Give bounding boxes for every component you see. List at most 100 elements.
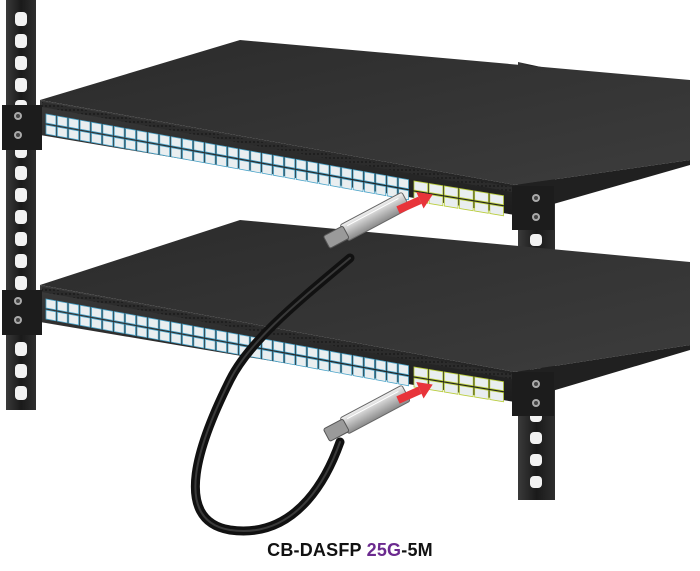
port [79,315,91,328]
port [341,167,353,179]
port [56,115,68,128]
port [261,152,273,165]
port [261,349,273,362]
caption-speed: 25G [366,540,402,560]
port [428,369,444,382]
port [45,113,57,126]
port [273,340,284,353]
port [113,311,125,323]
port [91,132,102,145]
port [329,176,341,188]
port [284,353,296,366]
port [45,124,57,137]
port [364,171,375,184]
lower-right-bracket [512,372,554,416]
port [250,161,262,174]
port [474,201,489,214]
port [182,334,193,347]
port [147,317,159,330]
port [125,324,136,336]
port [295,158,307,171]
rail-slot [530,476,542,488]
port [443,382,459,395]
caption-prefix: CB-DASFP [267,540,367,560]
upper-insert-arrow-icon [396,192,433,214]
port [102,134,114,147]
port [489,193,504,206]
port [295,355,307,368]
port [474,387,489,400]
lower-insert-arrow-icon [396,382,433,404]
port [413,366,429,379]
port [68,117,80,130]
port [193,336,205,349]
port [474,190,489,203]
port [261,163,273,176]
rail-slot [15,34,27,48]
port [329,350,341,363]
port [443,371,459,384]
port [170,321,182,334]
port [136,130,148,142]
rail-slot [15,386,27,400]
port [238,334,250,346]
port [125,313,136,325]
upper-right-bracket [512,186,554,230]
rail-slot [530,234,542,246]
port [193,325,205,338]
rail-slot [15,254,27,268]
port [318,163,330,175]
lower-sfp-connector-icon [323,385,411,442]
port [250,150,262,163]
port [159,134,171,146]
port [459,374,474,387]
port [227,157,239,170]
port [227,332,239,344]
port [284,167,296,180]
rail-slot [15,210,27,224]
port [398,363,409,376]
port [489,379,504,392]
port [284,156,296,169]
port [91,121,102,134]
upper-sfp-connector-icon [323,192,411,249]
port [227,343,239,355]
port [273,154,284,167]
caption-suffix: -5M [401,540,433,560]
rail-slot [15,188,27,202]
port [45,309,57,322]
rail-slot [15,166,27,180]
rail-slot [15,342,27,356]
port [295,344,307,357]
port [170,147,182,159]
lower-switch-ports [45,298,409,387]
upper-switch [2,40,690,230]
port [102,123,114,136]
port [227,146,239,159]
port [341,363,353,376]
port [159,319,171,332]
port [91,306,102,319]
port [459,188,474,201]
port [216,155,227,168]
port [307,346,318,359]
port [443,185,459,198]
port [459,385,474,398]
port [68,302,80,315]
port [170,136,182,148]
port [386,175,398,188]
port [136,326,148,339]
port [238,159,250,172]
port [459,199,474,212]
port [318,359,330,372]
port [364,182,375,195]
lower-switch-uplink-ports [413,366,504,403]
port [182,323,193,336]
port [79,119,91,132]
port [364,357,375,369]
port [261,338,273,351]
port [136,315,148,328]
port [56,126,68,139]
port [102,308,114,321]
port [307,160,318,173]
